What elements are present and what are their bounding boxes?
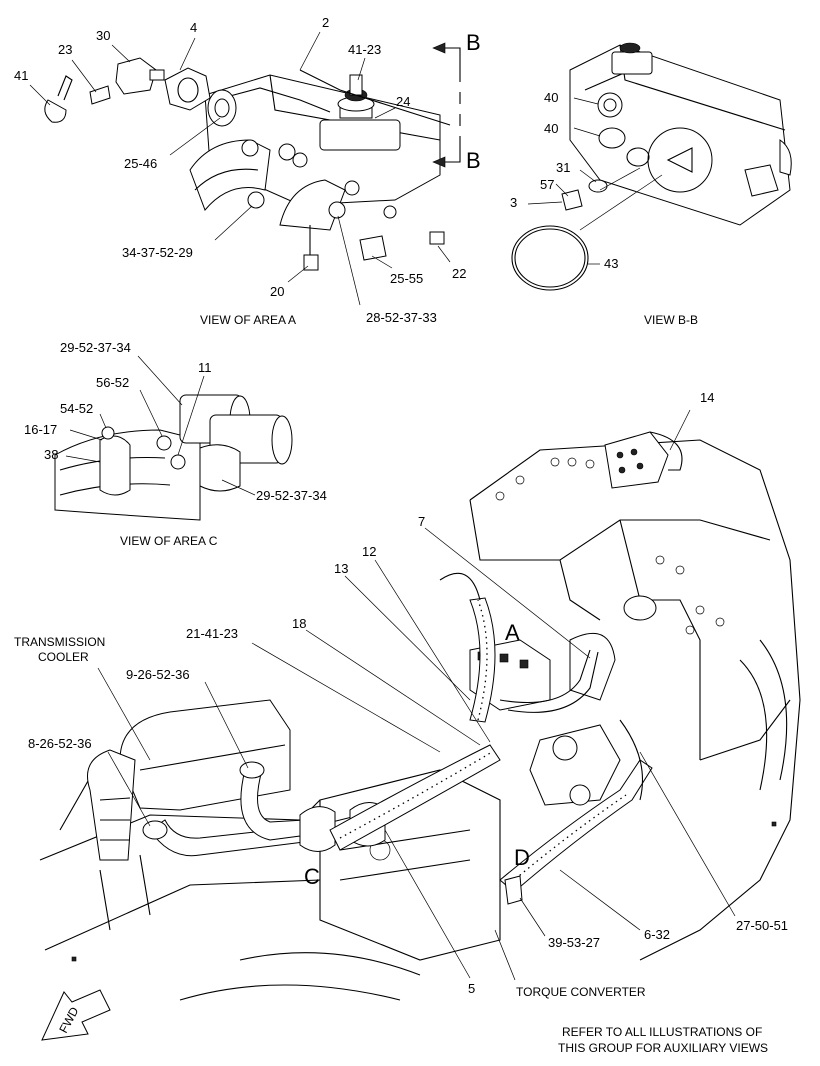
callout-label: 41-23 [348,42,381,57]
view-caption: VIEW B-B [644,313,698,327]
area-letter: C [304,864,320,889]
callout-label: 38 [44,447,58,462]
callout-label: 41 [14,68,28,83]
main-assembly-view [39,409,801,1041]
view-caption: VIEW OF AREA C [120,534,218,548]
callout-label: 11 [198,360,212,375]
callout-label: 57 [540,177,554,192]
callout-label: 20 [270,284,284,299]
callout-label: 14 [700,390,714,405]
area-letter: D [514,845,530,870]
callout-label: 30 [96,28,110,43]
callout-label: 22 [452,266,466,281]
callout-label: 34-37-52-29 [122,245,193,260]
section-letter: B [466,30,481,55]
area-letter: A [505,620,520,645]
callout-label: 40 [544,90,558,105]
callout-label: 29-52-37-34 [60,340,131,355]
callout-label: 43 [604,256,618,271]
callout-label: 6-32 [644,927,670,942]
callout-label: 3 [510,195,517,210]
callout-label: 24 [396,94,410,109]
fwd-arrow-icon [41,989,111,1041]
callout-label: 25-55 [390,271,423,286]
torque-converter-label: TORQUE CONVERTER [516,985,646,999]
callout-label: 56-52 [96,375,129,390]
section-letter: B [466,148,481,173]
transmission-cooler-label: TRANSMISSION [14,635,105,649]
footer-note: REFER TO ALL ILLUSTRATIONS OF [562,1025,762,1039]
callout-label: 16-17 [24,422,57,437]
callout-label: 7 [418,514,425,529]
callout-label: 2 [322,15,329,30]
callout-label: 27-50-51 [736,918,788,933]
callout-label: 28-52-37-33 [366,310,437,325]
callout-label: 9-26-52-36 [126,667,190,682]
view-b-b [511,42,792,291]
callout-label: 21-41-23 [186,626,238,641]
callout-label: 39-53-27 [548,935,600,950]
view-area-c [54,355,293,521]
callout-label: 29-52-37-34 [256,488,327,503]
callout-label: 54-52 [60,401,93,416]
callout-label: 8-26-52-36 [28,736,92,751]
view-area-a [29,31,461,306]
callout-label: 40 [544,121,558,136]
callout-label: 4 [190,20,197,35]
callout-label: 25-46 [124,156,157,171]
callout-label: 12 [362,544,376,559]
callout-label: 13 [334,561,348,576]
footer-note: THIS GROUP FOR AUXILIARY VIEWS [558,1041,768,1055]
callout-label: 31 [556,160,570,175]
transmission-cooler-label: COOLER [38,650,89,664]
callout-label: 5 [468,981,475,996]
view-caption: VIEW OF AREA A [200,313,296,327]
callout-label: 23 [58,42,72,57]
callout-label: 18 [292,616,306,631]
